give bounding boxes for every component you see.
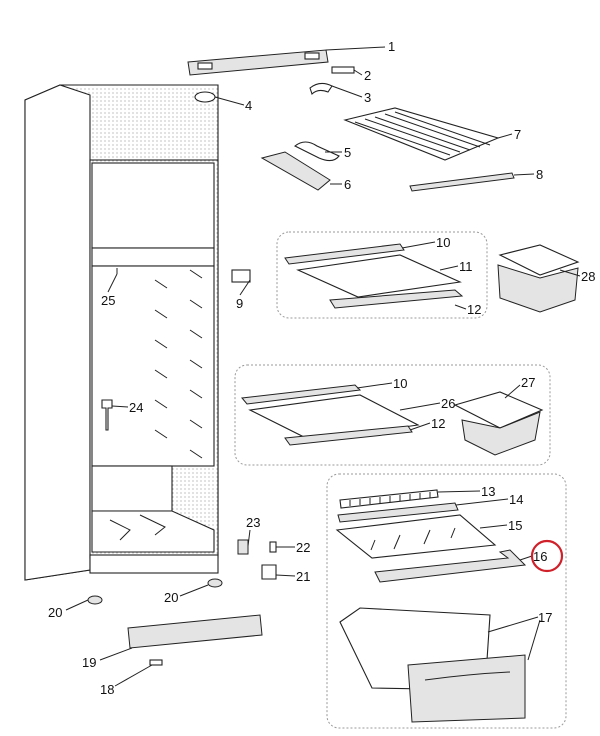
- callout-10-upper: 10: [436, 235, 450, 250]
- group-box-crisper: [326, 473, 567, 729]
- callout-14: 14: [509, 492, 523, 507]
- callout-1: 1: [388, 39, 395, 54]
- callout-4: 4: [245, 98, 252, 113]
- group-box-middle-shelf: [234, 364, 551, 466]
- part-6-grille: [260, 151, 331, 191]
- part-16-shelf-trim: [374, 549, 527, 583]
- callout-24: 24: [129, 400, 143, 415]
- callout-23: 23: [246, 515, 260, 530]
- callout-26: 26: [441, 396, 455, 411]
- leader-lines: [65, 46, 581, 687]
- callout-3: 3: [364, 90, 371, 105]
- part-23-clip: [237, 539, 249, 555]
- callout-28: 28: [581, 269, 595, 284]
- callout-21: 21: [296, 569, 310, 584]
- callouts: 1 2 3 4 5 6 7 8 9 10 11 12 28 25 10 26 1…: [48, 39, 595, 697]
- part-4-plug: [194, 91, 216, 103]
- part-8-rail: [409, 172, 515, 192]
- callout-18: 18: [100, 682, 114, 697]
- part-21-hinge: [261, 564, 277, 580]
- callout-27: 27: [521, 375, 535, 390]
- part-28-dairy-box: [497, 244, 580, 313]
- callout-17: 17: [538, 610, 552, 625]
- callout-20-right: 20: [164, 590, 178, 605]
- part-5-cover: [293, 141, 340, 162]
- part-15-glass-shelf: [335, 514, 497, 559]
- callout-16: 16: [533, 549, 547, 564]
- callout-22: 22: [296, 540, 310, 555]
- part-20-foot-right: [207, 578, 223, 588]
- callout-20-left: 20: [48, 605, 62, 620]
- group-box-upper-shelf: [276, 231, 488, 319]
- callout-8: 8: [536, 167, 543, 182]
- part-22-pin: [269, 541, 277, 553]
- callout-10-middle: 10: [393, 376, 407, 391]
- part-3-cap: [309, 82, 333, 96]
- callout-5: 5: [344, 145, 351, 160]
- callout-2: 2: [364, 68, 371, 83]
- part-9-bracket: [231, 269, 251, 283]
- callout-19: 19: [82, 655, 96, 670]
- callout-11: 11: [459, 259, 473, 274]
- callout-7: 7: [514, 127, 521, 142]
- callout-13: 13: [481, 484, 495, 499]
- callout-15: 15: [508, 518, 522, 533]
- part-24-thermostat: [101, 399, 113, 431]
- callout-9: 9: [236, 296, 243, 311]
- callout-12-upper: 12: [467, 302, 481, 317]
- part-19-kickplate: [127, 614, 263, 649]
- callout-25: 25: [101, 293, 115, 308]
- part-7-wire-shelf: [343, 107, 500, 161]
- highlight-circle-16: [530, 539, 564, 573]
- part-18-clip: [149, 659, 163, 666]
- callout-6: 6: [344, 177, 351, 192]
- fridge-cabinet: [24, 84, 219, 581]
- part-20-foot-left: [87, 595, 103, 605]
- callout-12-middle: 12: [431, 416, 445, 431]
- part-13-vent: [339, 489, 439, 509]
- part-2-hinge: [331, 66, 355, 74]
- part-27-egg-tray: [453, 391, 544, 456]
- part-17-crisper-drawer: [339, 607, 526, 723]
- part-1-top-trim: [187, 49, 329, 76]
